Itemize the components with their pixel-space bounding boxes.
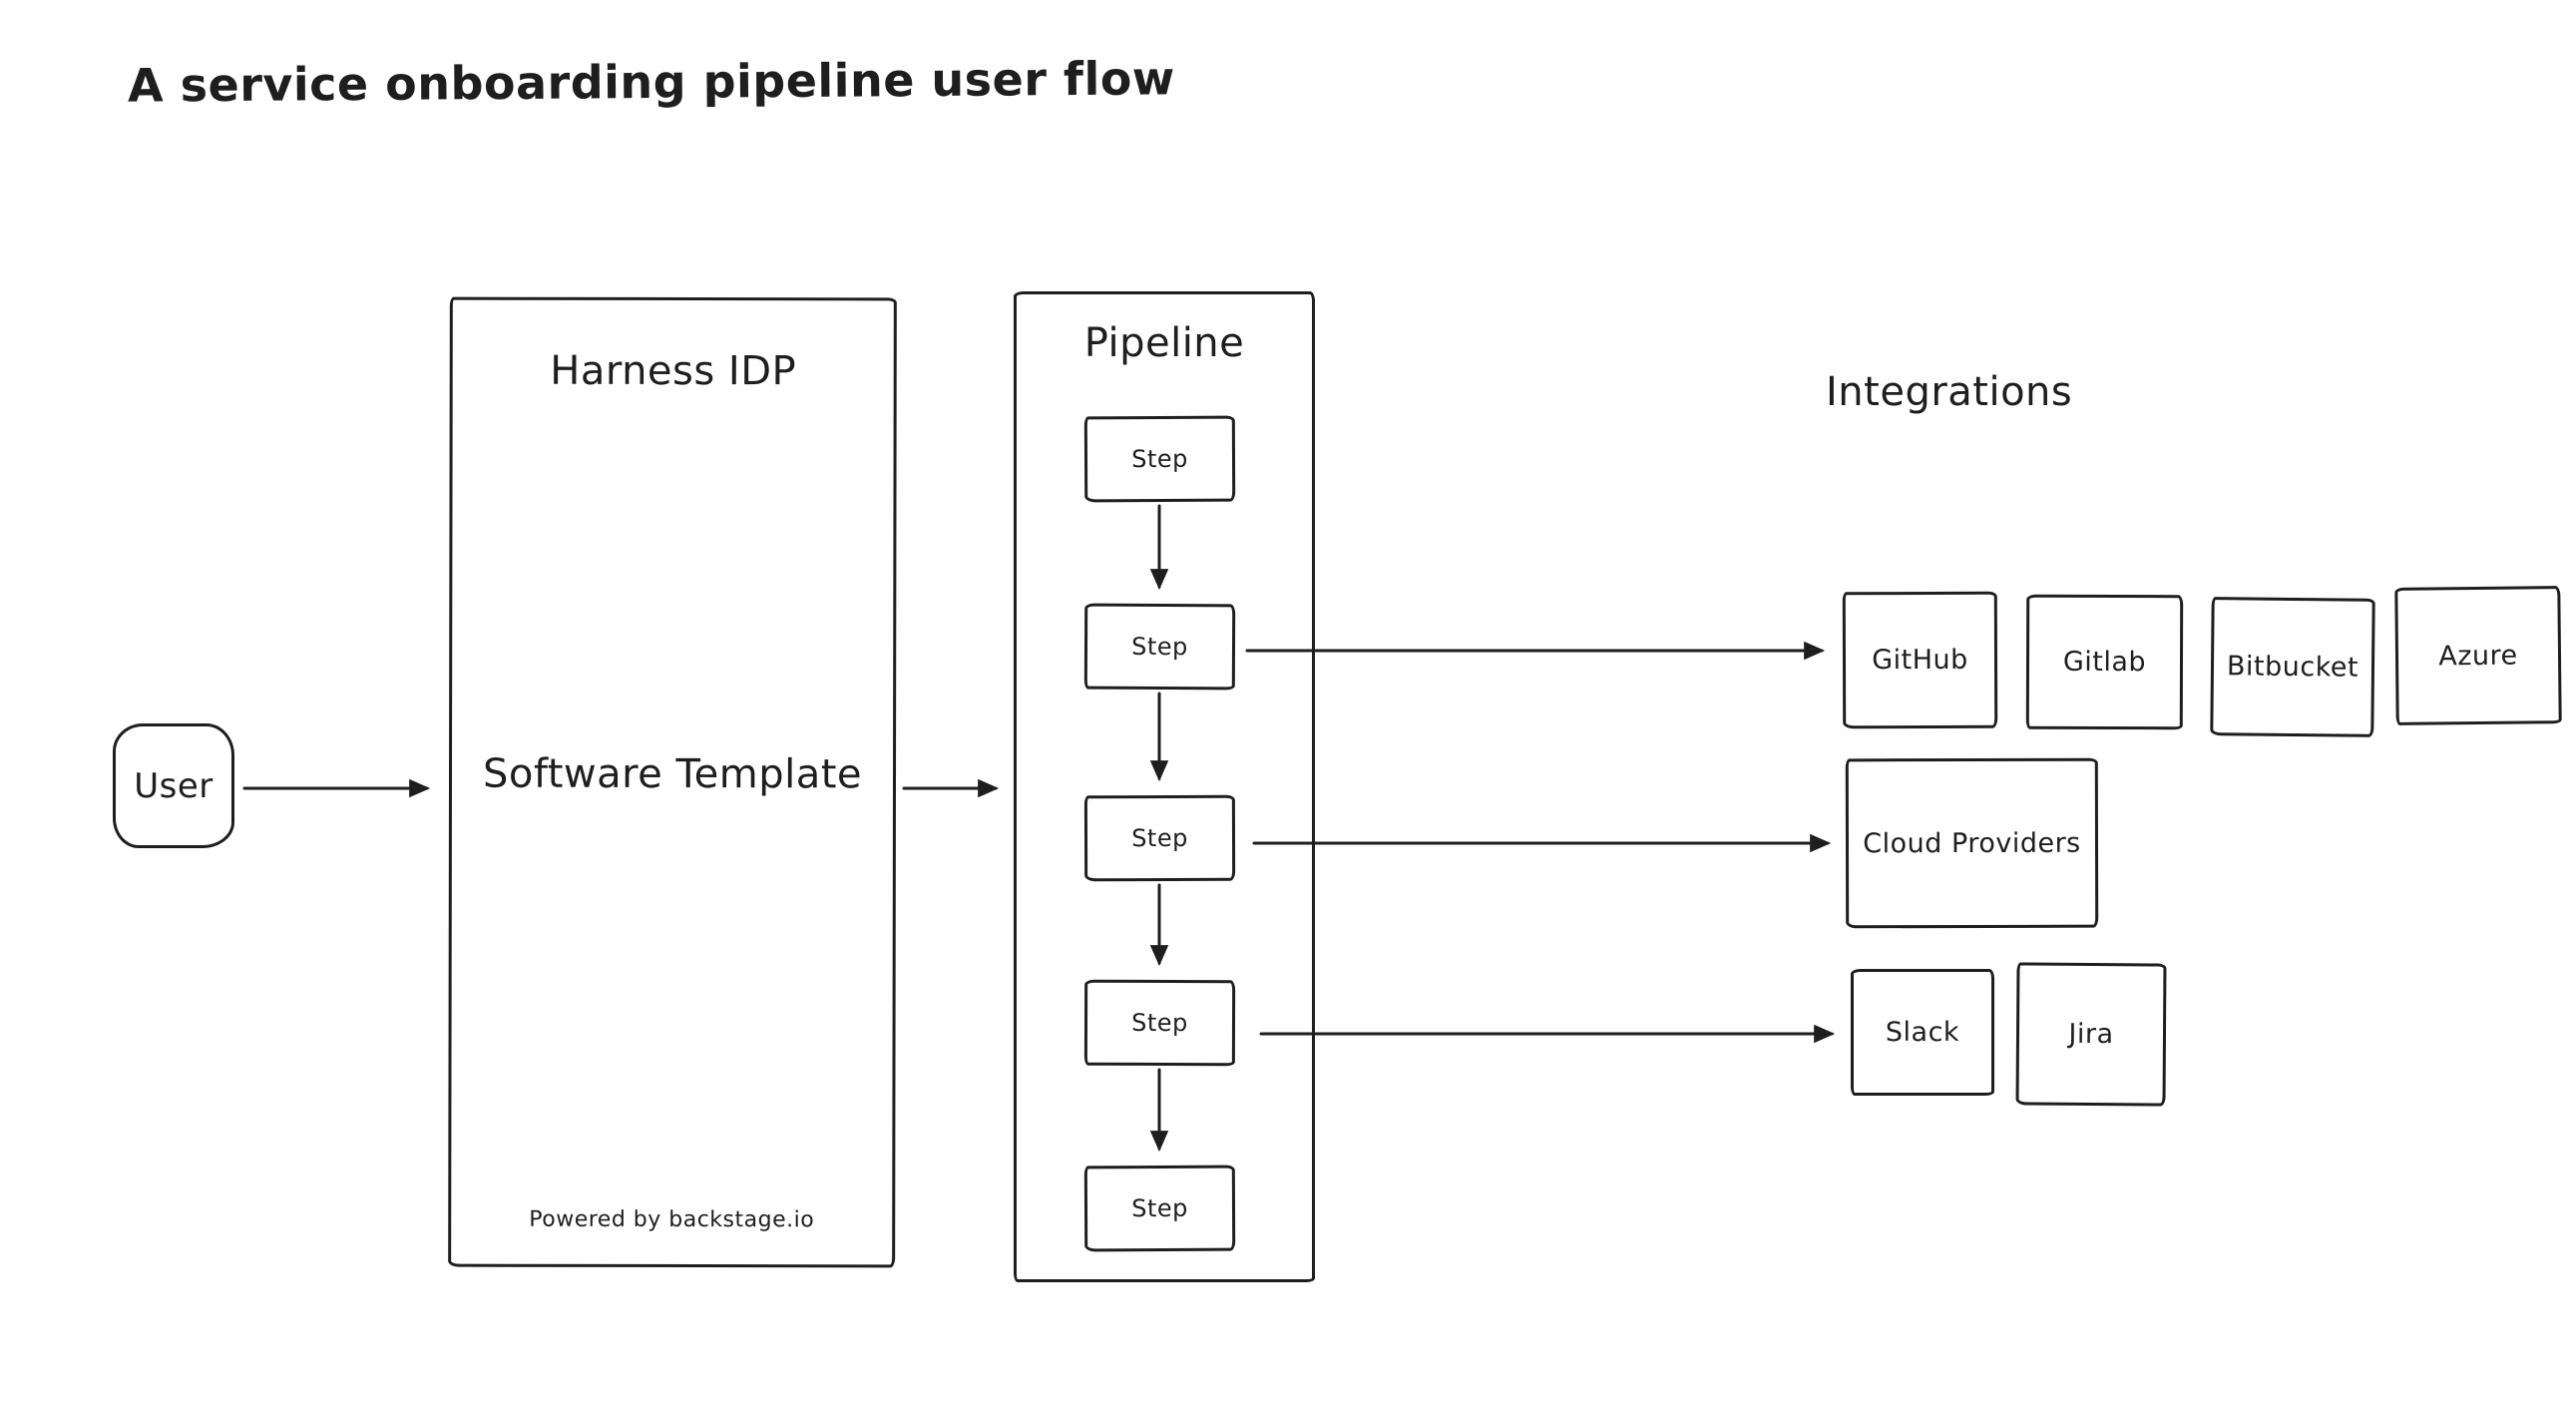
pipeline-step-5-label: Step [1131, 1193, 1188, 1223]
integration-jira-label: Jira [2068, 1018, 2114, 1051]
integration-gitlab: Gitlab [2025, 594, 2184, 730]
pipeline-title: Pipeline [1083, 320, 1245, 366]
pipeline-step-4: Step [1083, 979, 1236, 1067]
harness-idp-title: Harness IDP [550, 347, 797, 395]
integration-github: GitHub [1842, 591, 1998, 729]
node-user: User [113, 723, 234, 848]
integration-github-label: GitHub [1872, 644, 1968, 677]
integration-slack-label: Slack [1885, 1017, 1960, 1048]
integration-cloud-providers-label: Cloud Providers [1863, 827, 2081, 859]
integration-azure-label: Azure [2438, 640, 2518, 672]
node-harness-idp: Harness IDP Software Template Powered by… [448, 296, 897, 1268]
integrations-title: Integrations [1826, 369, 2073, 415]
pipeline-step-1-label: Step [1131, 444, 1188, 474]
node-user-label: User [134, 765, 214, 806]
diagram-title: A service onboarding pipeline user flow [127, 51, 1176, 113]
powered-by-backstage-label: Powered by backstage.io [529, 1206, 815, 1233]
pipeline-step-3-label: Step [1131, 823, 1188, 853]
integration-cloud-providers: Cloud Providers [1845, 757, 2099, 929]
integration-bitbucket-label: Bitbucket [2226, 651, 2360, 684]
pipeline-step-2: Step [1083, 603, 1236, 691]
integration-bitbucket: Bitbucket [2210, 597, 2375, 737]
pipeline-step-5: Step [1083, 1165, 1236, 1252]
pipeline-step-4-label: Step [1131, 1008, 1188, 1038]
integration-gitlab-label: Gitlab [2062, 646, 2147, 679]
integration-jira: Jira [2015, 962, 2167, 1107]
software-template-label: Software Template [482, 750, 863, 798]
pipeline-step-2-label: Step [1131, 632, 1188, 662]
pipeline-step-1: Step [1083, 415, 1236, 503]
integration-azure: Azure [2394, 586, 2562, 725]
integration-slack: Slack [1851, 969, 1994, 1096]
pipeline-step-3: Step [1083, 794, 1236, 882]
